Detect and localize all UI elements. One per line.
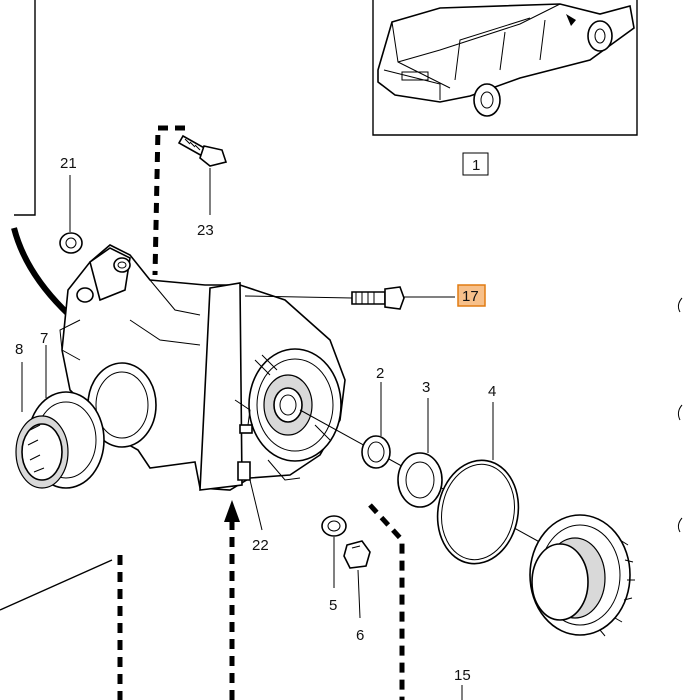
mounting-guides <box>0 0 405 700</box>
bearing-7-8: 7 8 <box>15 330 105 489</box>
washer-5: 5 <box>321 515 347 614</box>
callout-15: 15 <box>454 667 471 684</box>
vertical-arrow <box>224 500 240 700</box>
station-wagon-illustration <box>377 3 635 117</box>
washer-21: 21 <box>59 155 83 254</box>
callout-7: 7 <box>40 330 48 347</box>
callout-21: 21 <box>60 155 77 172</box>
stud-22: 22 <box>237 461 269 554</box>
callout-box-1 <box>462 152 489 176</box>
bolt-17: 17 <box>244 284 486 310</box>
callout-6: 6 <box>356 627 364 644</box>
callout-1: 1 <box>472 157 480 174</box>
plug-6: 6 <box>343 540 371 644</box>
flange-ring: 15 <box>454 514 635 700</box>
callout-17: 17 <box>462 288 479 305</box>
callout-4: 4 <box>488 383 496 400</box>
bolt-23: 23 <box>177 134 228 239</box>
callout-3: 3 <box>422 379 430 396</box>
differential-housing <box>59 244 346 491</box>
callout-box-17 <box>457 284 486 307</box>
callout-23: 23 <box>197 222 214 239</box>
callout-8: 8 <box>15 341 23 358</box>
seal-2: 2 <box>361 365 391 469</box>
callout-5: 5 <box>329 597 337 614</box>
o-ring-4: 4 <box>436 383 520 565</box>
seal-3: 3 <box>397 379 443 508</box>
vehicle-inset: 1 <box>372 0 638 176</box>
edge-marks <box>677 297 683 533</box>
callout-22: 22 <box>252 537 269 554</box>
callout-2: 2 <box>376 365 384 382</box>
